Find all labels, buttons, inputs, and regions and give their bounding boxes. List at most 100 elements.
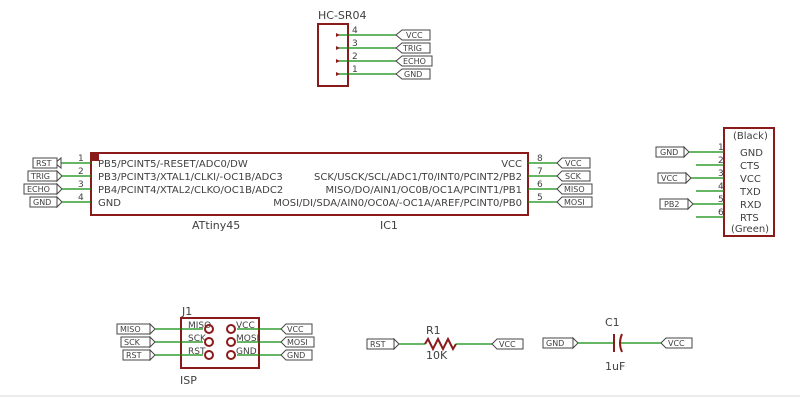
net-flag-label: PB2 <box>664 200 679 209</box>
ftdi-pin-number: 2 <box>718 156 724 166</box>
net-flag-icon <box>685 171 692 185</box>
net-flag-label: TRIG <box>30 172 50 181</box>
hc-sr04-pin-number: 4 <box>352 26 358 36</box>
net-flag-icon <box>56 195 63 209</box>
net-flag-icon <box>687 197 694 211</box>
net-flag-icon <box>56 169 63 183</box>
j1-value: ISP <box>180 374 197 387</box>
net-flag-label: MISO <box>564 185 585 194</box>
ftdi-pin-label: RXD <box>740 200 762 211</box>
net-flag-label: ECHO <box>403 57 426 66</box>
ic1-pin-number: 3 <box>78 180 84 190</box>
ic1-pin-5: 5 MOSI/DI/SDA/AIN0/OC0A/-OC1A/AREF/PCINT… <box>273 193 593 209</box>
net-flag-icon <box>556 183 593 195</box>
net-flag-icon <box>395 42 431 54</box>
net-flag-icon <box>660 337 693 349</box>
hc-sr04-body <box>317 23 349 87</box>
ic1-pin-3: ECHO 3 PB4/PCINT4/XTAL2/CLKO/OC1B/ADC2 <box>23 180 283 196</box>
net-flag-label: GND <box>546 339 564 348</box>
net-flag-icon <box>280 349 313 361</box>
hc-sr04-name: HC-SR04 <box>318 9 367 22</box>
ic1-pin-number: 6 <box>537 180 543 190</box>
c1-value: 1uF <box>605 360 625 373</box>
net-flag-label: VCC <box>668 339 685 348</box>
net-flag-label: SCK <box>565 172 582 181</box>
net-flag-label: MOSI <box>564 198 585 207</box>
pin-arrow-icon <box>336 59 340 63</box>
ic1-pin-6: 6 MISO/DO/AIN1/OC0B/OC1A/PCINT1/PB1 MISO <box>325 180 593 196</box>
net-flag-label: VCC <box>661 174 678 183</box>
ic1-pin-7: 7 SCK/USCK/SCL/ADC1/T0/INT0/PCINT2/PB2 S… <box>314 167 591 183</box>
ftdi-pin-number: 5 <box>718 195 724 205</box>
ftdi-pin-number: 4 <box>718 182 724 192</box>
c1-name: C1 <box>605 316 620 329</box>
j1-pin-pad <box>226 324 236 334</box>
hc-sr04-pin-number: 2 <box>352 52 358 62</box>
ic1-pin-number: 8 <box>537 154 543 164</box>
j1-pin-pad <box>226 350 236 360</box>
j1-pin-label: GND <box>236 347 257 357</box>
net-flag-box <box>32 157 58 169</box>
net-flag-label: VCC <box>499 340 516 349</box>
net-flag-label: MISO <box>120 325 141 334</box>
ftdi-pin-5: PB2 5 RXD <box>659 195 762 211</box>
hc-sr04-pin-2: 2 ECHO <box>336 52 433 67</box>
net-flag-label: RST <box>370 340 386 349</box>
ic1-pin-4: GND 4 GND <box>29 193 121 209</box>
ic1-pin-number: 1 <box>78 154 84 164</box>
ftdi-pin-3: VCC 3 VCC <box>657 169 761 185</box>
ftdi-header: (Black) (Green) GND 1 GND 2 CTS VCC 3 VC… <box>655 127 775 237</box>
net-flag-icon <box>556 157 591 169</box>
ic1-pin-label: VCC <box>501 159 522 170</box>
r1-value: 10K <box>426 349 448 362</box>
ic1-pin-2: TRIG 2 PB3/PCINT3/XTAL1/CLKI/-OC1B/ADC3 <box>27 167 283 183</box>
ftdi-pin-6: 6 RTS <box>696 208 759 224</box>
j1-pin-label: MISO <box>188 321 211 331</box>
pin-arrow-icon <box>336 46 340 50</box>
net-flag-label: RST <box>126 351 142 360</box>
j1-pin-label: SCK <box>188 334 207 344</box>
net-flag-icon <box>56 182 63 196</box>
j1-pin-label: RST <box>188 347 206 357</box>
net-flag-label: VCC <box>406 31 423 40</box>
j1-body <box>180 317 260 369</box>
ic1-pin-label: MOSI/DI/SDA/AIN0/OC0A/-OC1A/AREF/PCINT0/… <box>273 198 522 209</box>
j1-right-pin-2: MOSI MOSI <box>226 334 315 348</box>
net-flag-icon <box>683 145 690 159</box>
ftdi-pin-label: TXD <box>739 187 761 198</box>
ftdi-pin-number: 1 <box>718 143 724 153</box>
net-flag-icon <box>395 29 431 41</box>
net-flag-icon <box>572 336 579 350</box>
r1-name: R1 <box>426 324 441 337</box>
ic1-pin-number: 4 <box>78 193 84 203</box>
net-flag-icon <box>556 170 591 182</box>
ic1-body <box>90 152 529 216</box>
c1-capacitor: GND VCC C1 1uF <box>542 316 693 373</box>
hc-sr04-pin-4: 4 VCC <box>336 26 431 41</box>
net-flag-icon <box>149 348 156 362</box>
net-flag-label: MOSI <box>287 338 308 347</box>
capacitor-curved-plate-icon <box>619 333 623 353</box>
j1-name: J1 <box>181 305 192 318</box>
net-flag-icon <box>149 335 156 349</box>
resistor-zigzag-icon <box>424 336 457 352</box>
j1-pin-pad <box>204 324 214 334</box>
ftdi-pin-4: 4 TXD <box>696 182 761 198</box>
ic1-pin-label: PB3/PCINT3/XTAL1/CLKI/-OC1B/ADC3 <box>98 172 283 183</box>
ftdi-pin-number: 6 <box>718 208 724 218</box>
j1-isp-header: J1 ISP MISO MISO SCK SCK RST RST <box>116 305 315 387</box>
ftdi-pin-1: GND 1 GND <box>655 143 763 159</box>
net-flag-label: SCK <box>124 338 141 347</box>
net-flag-label: VCC <box>287 325 304 334</box>
j1-pin-pad <box>204 350 214 360</box>
hc-sr04-pin-3: 3 TRIG <box>336 39 431 54</box>
net-flag-label: TRIG <box>402 44 422 53</box>
net-flag-icon <box>395 55 433 67</box>
net-flag-label: GND <box>404 70 422 79</box>
net-flag-label: ECHO <box>27 185 50 194</box>
net-flag-icon <box>556 196 593 208</box>
ic1-pin-number: 5 <box>537 193 543 203</box>
ic1-pin-label: SCK/USCK/SCL/ADC1/T0/INT0/PCINT2/PB2 <box>314 172 522 183</box>
ic1-pin-label: PB5/PCINT5/-RESET/ADC0/DW <box>98 159 248 170</box>
